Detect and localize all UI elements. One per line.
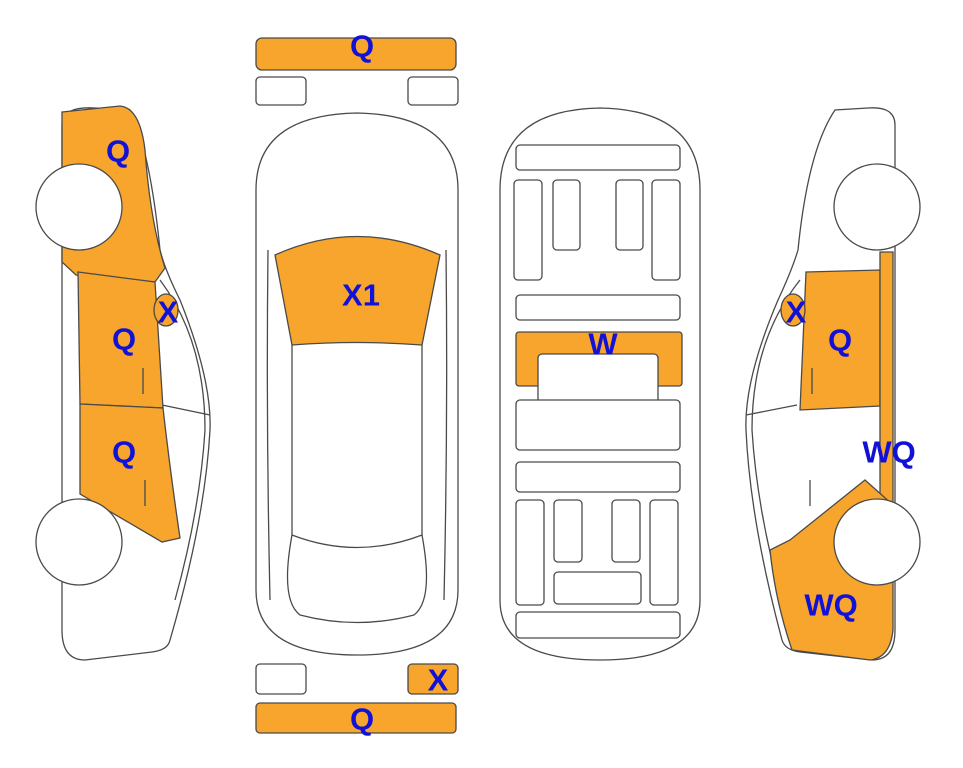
left-front-wheel (35, 163, 123, 251)
floor-panel-2 (513, 179, 543, 281)
right-quarter-panel-code: WQ (804, 588, 857, 623)
front-light-left (255, 76, 307, 106)
right-rear-pillar-code: WQ (862, 435, 915, 470)
left-mirror-code: X (158, 295, 179, 330)
damage-codes: Q Q Q X Q X1 W X Q WQ WQ X Q (106, 29, 916, 737)
cargo-floor-code: W (588, 327, 618, 362)
top-body-outline (255, 112, 459, 656)
front-bumper-code: Q (350, 29, 374, 64)
floor-panel-3 (552, 179, 581, 251)
right-side-view (745, 107, 921, 661)
rear-bumper-panel (255, 702, 457, 734)
floor-panel-1 (515, 144, 681, 171)
front-light-right (407, 76, 459, 106)
left-rear-door-code: Q (112, 435, 136, 470)
interior-view (499, 107, 701, 661)
right-front-door-code: Q (828, 323, 852, 358)
rear-window (286, 534, 428, 624)
floor-panel-8 (515, 399, 681, 451)
right-sill-line (745, 404, 798, 416)
right-window-line (751, 279, 801, 601)
top-view (255, 37, 459, 734)
right-front-wheel (833, 163, 921, 251)
floor-panel-5 (651, 179, 681, 281)
floor-panel-4 (615, 179, 644, 251)
left-window-line (159, 279, 206, 601)
roof-glass-code: X1 (342, 278, 380, 313)
left-side-view (35, 105, 211, 661)
rear-bumper-code: Q (350, 702, 374, 737)
rear-light-left (255, 663, 307, 695)
front-bumper-panel (255, 37, 457, 71)
floor-panel-9 (515, 461, 681, 493)
floor-panel-6 (515, 294, 681, 321)
left-front-fender-code: Q (106, 134, 130, 169)
left-sill-line (161, 404, 211, 416)
roof-glass-panel (274, 235, 441, 346)
roof-frame (291, 345, 423, 549)
left-rear-wheel (35, 498, 123, 586)
floor-panel-11 (553, 499, 583, 563)
floor-panel-12 (611, 499, 641, 563)
right-mirror-panel (780, 293, 806, 327)
top-side-line-right (443, 249, 448, 601)
right-rear-wheel (833, 498, 921, 586)
rear-light-right-panel (407, 663, 459, 695)
floor-panel-15 (515, 611, 681, 639)
floor-panel-13 (649, 499, 679, 606)
left-mirror-panel (153, 293, 179, 327)
top-side-line-left (266, 249, 271, 601)
floor-panel-14 (553, 571, 642, 605)
floor-panel-10 (515, 499, 545, 606)
left-front-door-code: Q (112, 322, 136, 357)
right-mirror-code: X (786, 295, 807, 330)
rear-light-right-code: X (428, 663, 449, 698)
